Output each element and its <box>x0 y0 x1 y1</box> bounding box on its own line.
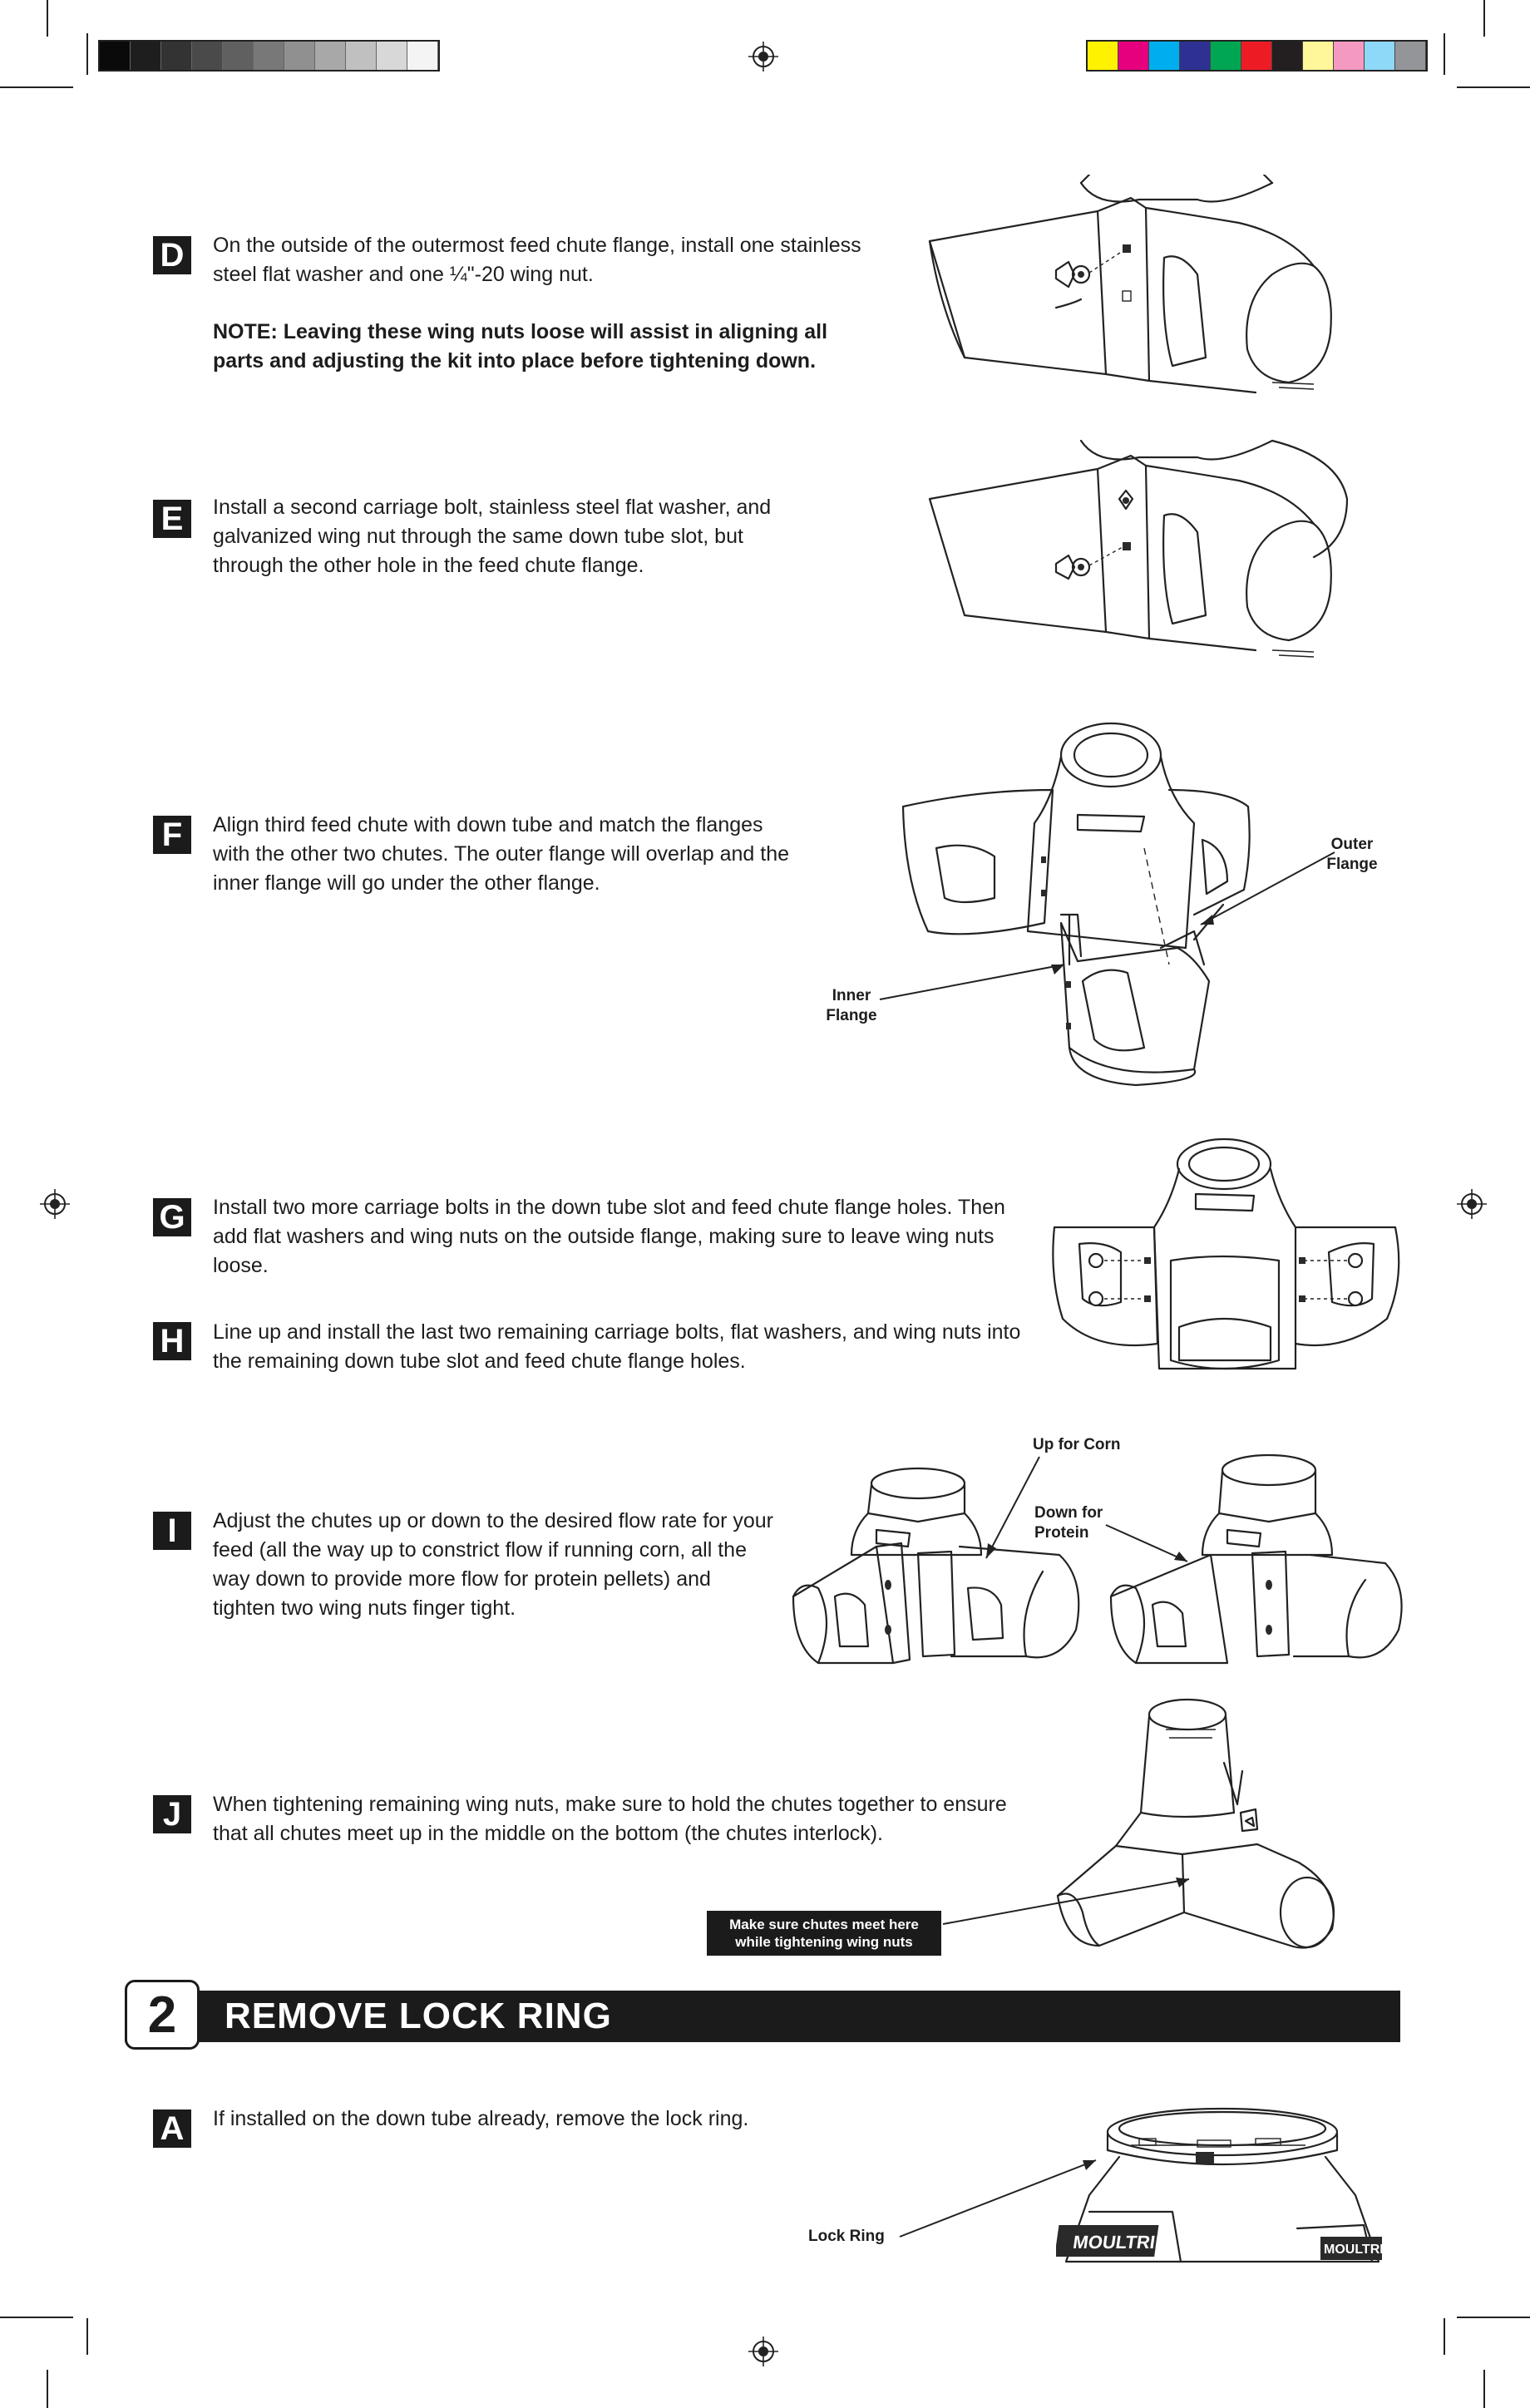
grayscale-swatch <box>284 42 315 70</box>
crop-mark <box>1444 33 1445 75</box>
step-f-text: Align third feed chute with down tube an… <box>213 813 790 895</box>
crop-mark <box>47 0 48 37</box>
step-g-text: Install two more carriage bolts in the d… <box>213 1196 1005 1277</box>
color-swatch <box>1303 42 1334 70</box>
step-d-chute-illustration <box>928 175 1332 394</box>
outer-flange-label: Outer Flange <box>1326 836 1378 873</box>
registration-mark-icon <box>40 1189 70 1219</box>
crop-mark <box>1457 86 1530 88</box>
step-badge-a: A <box>153 2109 191 2148</box>
grayscale-swatch <box>131 42 161 70</box>
chutes-meet-callout: Make sure chutes meet here while tighten… <box>707 1911 941 1956</box>
grayscale-swatch <box>161 42 192 70</box>
step-badge-h: H <box>153 1322 191 1360</box>
grayscale-swatch <box>346 42 377 70</box>
crop-mark <box>1483 2370 1485 2408</box>
step-i-chute-up-illustration <box>792 1467 1080 1665</box>
color-swatch <box>1334 42 1365 70</box>
grayscale-calibration-bar <box>98 40 440 72</box>
step-i-text: Adjust the chutes up or down to the desi… <box>213 1509 773 1620</box>
lock-ring-label: Lock Ring <box>808 2228 885 2245</box>
grayscale-swatch <box>254 42 284 70</box>
grayscale-swatch <box>223 42 254 70</box>
crop-mark <box>86 33 88 75</box>
step-f-three-chute-illustration <box>901 722 1251 1087</box>
crop-mark <box>1444 2318 1445 2355</box>
color-swatch <box>1395 42 1426 70</box>
up-for-corn-label: Up for Corn <box>1033 1436 1121 1453</box>
grayscale-swatch <box>377 42 407 70</box>
color-swatch <box>1118 42 1149 70</box>
grayscale-swatch <box>192 42 223 70</box>
step-d-note: NOTE: Leaving these wing nuts loose will… <box>213 320 828 373</box>
step-badge-e: E <box>153 500 191 538</box>
step-badge-d: D <box>153 236 191 274</box>
lock-ring-leader-line <box>899 2159 1097 2238</box>
lock-ring-illustration: MOULTRIE MOULTRIE <box>1056 2107 1389 2263</box>
callout-leader-lines <box>985 1456 1188 1562</box>
grayscale-swatch <box>100 42 131 70</box>
crop-mark <box>47 2370 48 2408</box>
color-swatch <box>1241 42 1272 70</box>
step-badge-i: I <box>153 1512 191 1550</box>
color-swatch <box>1149 42 1180 70</box>
down-for-protein-label: Down for Protein <box>1034 1504 1103 1542</box>
brand-marking-left: MOULTRIE <box>1056 2225 1169 2257</box>
step-badge-j: J <box>153 1795 191 1833</box>
grayscale-swatch <box>315 42 346 70</box>
color-swatch <box>1088 42 1118 70</box>
step-badge-g: G <box>153 1198 191 1236</box>
step-g-h-bolted-assembly-illustration <box>1052 1137 1400 1370</box>
crop-mark <box>86 2318 88 2355</box>
step-badge-f: F <box>153 816 191 854</box>
grayscale-swatch <box>407 42 438 70</box>
color-swatch <box>1180 42 1211 70</box>
section-2-title: REMOVE LOCK RING <box>225 1996 612 2036</box>
svg-text:MOULTRIE: MOULTRIE <box>1072 2232 1169 2253</box>
registration-mark-icon <box>1457 1189 1487 1219</box>
inner-flange-label: Inner Flange <box>826 987 877 1024</box>
chutes-meet-leader-line <box>942 1878 1190 1925</box>
step-e-chute-illustration <box>928 439 1349 658</box>
step-e-text: Install a second carriage bolt, stainles… <box>213 496 772 577</box>
color-swatch <box>1211 42 1241 70</box>
step-d-text: On the outside of the outermost feed chu… <box>213 234 861 286</box>
step-d-instructions: On the outside of the outermost feed chu… <box>213 231 878 376</box>
inner-flange-leader-line <box>879 964 1065 1000</box>
section-2-number: 2 <box>125 1980 200 2050</box>
crop-mark <box>0 2317 73 2318</box>
crop-mark <box>1483 0 1485 37</box>
registration-mark-icon <box>748 2336 778 2366</box>
svg-text:MOULTRIE: MOULTRIE <box>1324 2243 1389 2257</box>
step-h-text: Line up and install the last two remaini… <box>213 1320 1021 1373</box>
crop-mark <box>0 86 73 88</box>
color-swatch <box>1272 42 1303 70</box>
step-j-text: When tightening remaining wing nuts, mak… <box>213 1793 1007 1845</box>
registration-mark-icon <box>748 42 778 72</box>
section-2-header-bar <box>125 1991 1400 2042</box>
color-calibration-bar <box>1086 40 1428 72</box>
brand-marking-right: MOULTRIE <box>1320 2237 1389 2260</box>
step-i-chute-down-illustration <box>1109 1453 1403 1665</box>
step-a-text: If installed on the down tube already, r… <box>213 2107 749 2130</box>
outer-flange-leader-line <box>1200 851 1335 925</box>
crop-mark <box>1457 2317 1530 2318</box>
color-swatch <box>1365 42 1395 70</box>
